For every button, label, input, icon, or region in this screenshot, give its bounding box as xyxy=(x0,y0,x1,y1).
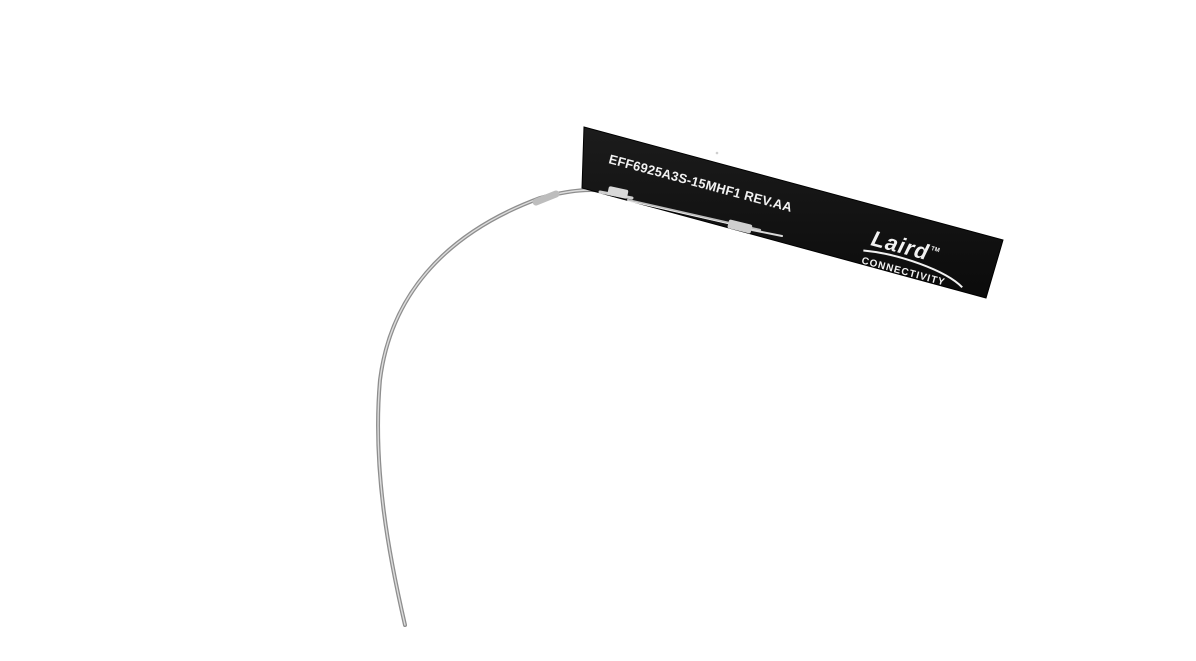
logo-trademark: TM xyxy=(930,246,940,254)
logo-swoosh-icon xyxy=(863,249,963,289)
pcb-antenna: EFF6925A3S-15MHF1 REV.AA Laird TM CONNEC… xyxy=(581,126,1004,299)
cable-attachment xyxy=(598,186,783,237)
coax-cable xyxy=(376,188,614,627)
